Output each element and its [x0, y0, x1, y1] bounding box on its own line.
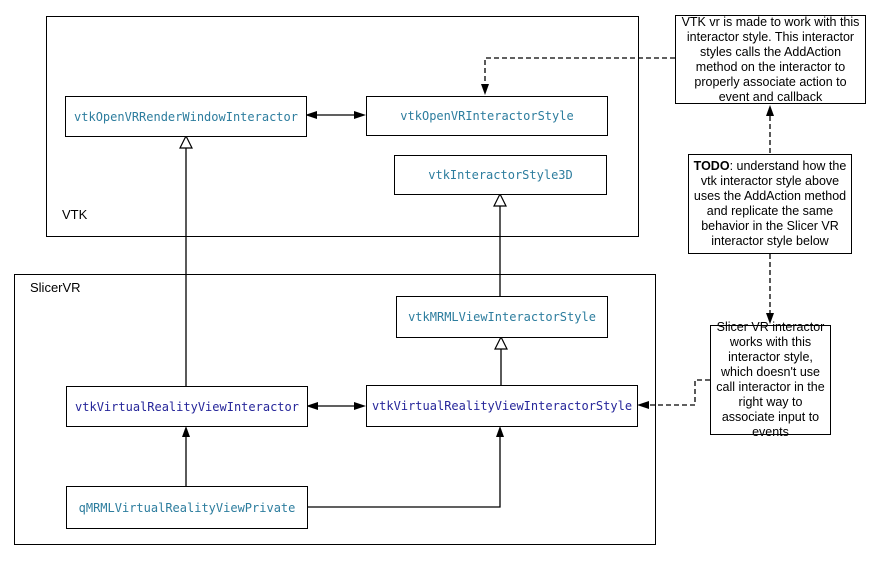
- node-vtkvirtualrealityviewinteractor: vtkVirtualRealityViewInteractor: [66, 386, 308, 427]
- edge-openvr-interactor-style-bidirectional: [305, 111, 366, 119]
- edge-qmrml-to-vrstyle: [306, 426, 504, 508]
- node-label: vtkVirtualRealityViewInteractor: [75, 399, 299, 414]
- node-label: vtkInteractorStyle3D: [428, 168, 573, 182]
- group-label-slicervr: SlicerVR: [30, 280, 81, 295]
- todo-rest-text: : understand how the vtk interactor styl…: [693, 159, 847, 248]
- node-label: qMRMLVirtualRealityViewPrivate: [78, 500, 296, 515]
- group-box-vtk: [46, 16, 639, 237]
- node-label: vtkMRMLViewInteractorStyle: [408, 310, 596, 324]
- edge-todo-to-slicernote-dashed: [766, 254, 774, 324]
- node-label: vtkOpenVRInteractorStyle: [400, 109, 574, 123]
- edge-inheritance-vrinteractor-openvrinteractor: [179, 134, 193, 386]
- group-box-slicervr: [14, 274, 656, 545]
- edge-qmrml-to-vrinteractor: [182, 426, 190, 486]
- note-slicer-interactor: Slicer VR interactor works with this int…: [710, 320, 831, 439]
- node-vtkopenvrrenderwindowinteractor: vtkOpenVRRenderWindowInteractor: [65, 96, 307, 137]
- edge-inheritance-mrmlstyle-style3d: [493, 192, 507, 296]
- group-label-vtk: VTK: [62, 207, 88, 222]
- node-vtkmrmlviewinteractorstyle: vtkMRMLViewInteractorStyle: [396, 296, 608, 338]
- node-vtkinteractorstyle3d: vtkInteractorStyle3D: [394, 155, 607, 195]
- node-vtkopenvrinteractorstyle: vtkOpenVRInteractorStyle: [366, 96, 608, 136]
- edge-vrview-interactor-style-bidirectional: [306, 402, 366, 410]
- node-label: vtkOpenVRRenderWindowInteractor: [74, 109, 298, 124]
- note-todo: TODO: understand how the vtk interactor …: [688, 154, 852, 254]
- node-label: vtkVirtualRealityViewInteractorStyle: [371, 399, 633, 413]
- node-qmrmlvirtualrealityviewprivate: qMRMLVirtualRealityViewPrivate: [66, 486, 308, 529]
- edge-note-to-openvr-style-dashed: [481, 57, 675, 95]
- edge-inheritance-vrstyle-mrmlstyle: [494, 335, 508, 385]
- edge-todo-to-vtknote-dashed: [766, 105, 774, 153]
- todo-bold-label: TODO: [693, 159, 730, 173]
- note-vtk-interactor-style: VTK vr is made to work with this interac…: [675, 15, 866, 104]
- note-text: Slicer VR interactor works with this int…: [716, 320, 825, 439]
- node-vtkvirtualrealityviewinteractorstyle: vtkVirtualRealityViewInteractorStyle: [366, 385, 638, 427]
- edge-slicernote-to-vrstyle-dashed: [637, 379, 710, 409]
- note-text: TODO: understand how the vtk interactor …: [692, 159, 848, 249]
- note-text: VTK vr is made to work with this interac…: [681, 14, 860, 104]
